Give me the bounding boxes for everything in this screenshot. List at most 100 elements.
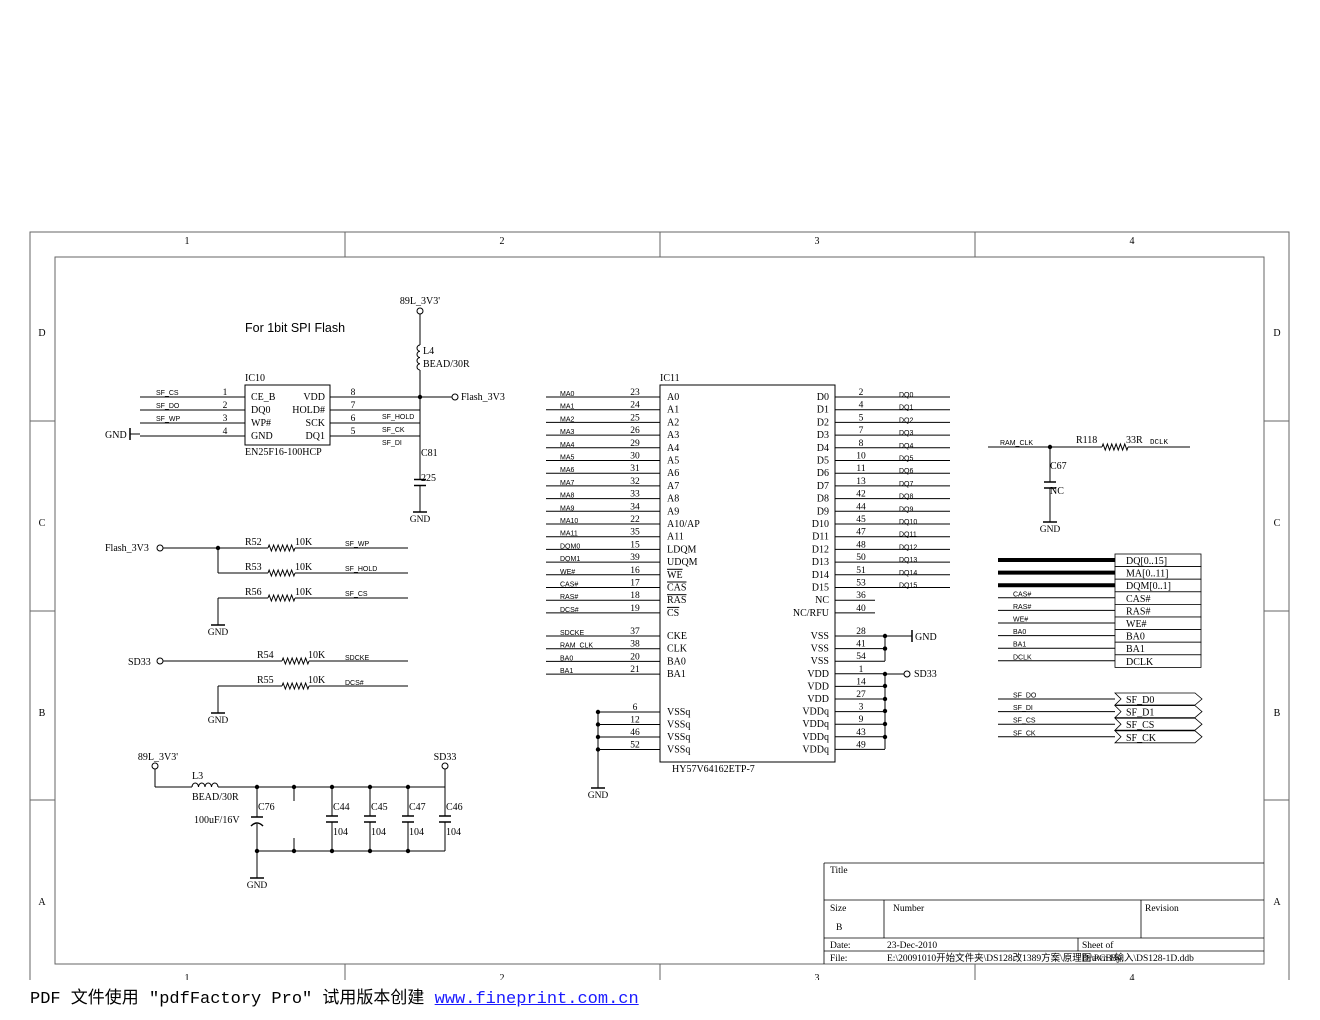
ic11-pin-name: A9 xyxy=(667,506,679,517)
ic10-pin-num: 3 xyxy=(223,414,228,424)
ic11-pin-name: D10 xyxy=(812,519,829,530)
net-label: SF_DO xyxy=(1013,693,1037,700)
net-label: DQ13 xyxy=(899,557,917,564)
sf-port-label: SF_D0 xyxy=(1126,695,1154,706)
net-label: DQ11 xyxy=(899,532,917,539)
ic10-pin-name: WP# xyxy=(251,418,271,429)
net-label: DQ8 xyxy=(899,494,914,501)
net-label: MA5 xyxy=(560,455,575,462)
ic11-pin-num: 6 xyxy=(633,703,638,713)
cap-ref: C47 xyxy=(409,802,426,813)
ic11-pin-num: 11 xyxy=(856,464,865,474)
ic11-pin-num: 40 xyxy=(856,604,866,614)
size-label: Size xyxy=(830,904,846,914)
flash-3v3-label: Flash_3V3 xyxy=(105,543,149,554)
net-label: DQ3 xyxy=(899,430,914,437)
c67-ref: C67 xyxy=(1050,461,1067,472)
ic11-pin-num: 15 xyxy=(630,540,640,550)
ic11-pin-num: 16 xyxy=(630,566,640,576)
net-label: DQ10 xyxy=(899,519,917,526)
power-port-symbol xyxy=(156,657,164,665)
net-label: MA3 xyxy=(560,429,575,436)
ic11-pin-name: D15 xyxy=(812,583,829,594)
row-marker: A xyxy=(38,897,46,908)
ic11-pin-num: 30 xyxy=(630,452,640,462)
net-label: SF_CS xyxy=(1013,718,1036,725)
net-label: SF_CS xyxy=(156,390,179,397)
ic11-pin-name: VSS xyxy=(811,644,829,655)
ic10-pin-num: 2 xyxy=(223,401,228,411)
ic11-pin-num: 48 xyxy=(856,540,866,550)
net-label: DQM0 xyxy=(560,543,580,550)
net-label: SF_DO xyxy=(156,403,180,410)
ic11-pin-name: RAS xyxy=(667,595,686,606)
sf-port xyxy=(1114,730,1203,744)
net-label: DQ6 xyxy=(899,468,914,475)
ic10-pin-num: 6 xyxy=(351,414,356,424)
power-port-symbol xyxy=(441,762,449,770)
sd33-label: SD33 xyxy=(128,657,151,668)
junction-dot xyxy=(882,633,888,639)
bus-port xyxy=(1114,654,1202,668)
ic11-pin-name: CLK xyxy=(667,644,688,655)
ic11-pin-num: 25 xyxy=(630,413,640,423)
net-label: SF_DI xyxy=(382,440,402,447)
ic11-pin-num: 27 xyxy=(856,690,866,700)
pullup-ref: R54 xyxy=(257,650,274,661)
fineprint-link[interactable]: www.fineprint.com.cn xyxy=(434,990,639,1009)
ic11-pin-num: 22 xyxy=(630,515,640,525)
cap-ref: C45 xyxy=(371,802,388,813)
ic10-pin-name: GND xyxy=(251,431,273,442)
column-marker: 2 xyxy=(500,236,505,247)
column-marker: 2 xyxy=(500,973,505,980)
junction-dot xyxy=(595,709,601,715)
net-label: SF_CK xyxy=(382,427,405,434)
ic11-pin-name: VSSq xyxy=(667,707,690,718)
net-label: MA4 xyxy=(560,442,575,449)
ic11-pin-num: 45 xyxy=(856,515,866,525)
net-label: RAS# xyxy=(1013,604,1031,611)
ic11-part: HY57V64162ETP-7 xyxy=(672,764,755,775)
bus-port-label: DQ[0..15] xyxy=(1126,556,1167,567)
flash-3v3-label: Flash_3V3 xyxy=(461,392,505,403)
ic11-pin-num: 52 xyxy=(630,741,640,751)
junction-dot xyxy=(291,848,297,854)
capacitor-symbol xyxy=(250,822,264,827)
net-label: DQ1 xyxy=(899,405,914,412)
junction-dot xyxy=(367,784,373,790)
gnd-label: GND xyxy=(208,628,229,638)
net-label: DQ2 xyxy=(899,417,914,424)
net-label: DCLK xyxy=(1150,439,1169,447)
ic11-pin-name: UDQM xyxy=(667,557,698,568)
gnd-label: GND xyxy=(410,515,431,525)
gnd-label: GND xyxy=(588,791,609,801)
ic11-pin-num: 2 xyxy=(859,388,864,398)
ic10-pin-name: VDD xyxy=(303,392,325,403)
sf-port-label: SF_CK xyxy=(1126,733,1157,744)
net-label: DQ12 xyxy=(899,544,917,551)
net-label: WE# xyxy=(1013,617,1028,624)
sheet-frame xyxy=(29,231,1290,980)
ic11-body xyxy=(659,384,836,763)
ic11-pin-num: 44 xyxy=(856,502,866,512)
ic10-pin-name: DQ0 xyxy=(251,405,270,416)
ic11-pin-name: BA0 xyxy=(667,656,686,667)
pullup-val: 10K xyxy=(308,650,326,661)
ic10-body xyxy=(244,384,331,446)
row-marker: D xyxy=(38,328,45,339)
footer-text: PDF 文件使用 "pdfFactory Pro" 试用版本创建 xyxy=(30,990,435,1009)
ic11-pin-name: VDDq xyxy=(802,732,829,743)
net-label: DQ9 xyxy=(899,506,914,513)
ic11-pin-num: 10 xyxy=(856,452,866,462)
net-label: DCLK xyxy=(1013,654,1032,661)
ic11-pin-name: NC/RFU xyxy=(793,608,830,619)
sd33-label: SD33 xyxy=(434,752,457,763)
net-label: MA7 xyxy=(560,480,575,487)
ic11-pin-num: 24 xyxy=(630,401,640,411)
ic10-pin-num: 4 xyxy=(223,427,228,437)
net-label: RAS# xyxy=(560,594,578,601)
ic11-pin-num: 50 xyxy=(856,553,866,563)
net-label: DQ7 xyxy=(899,481,914,488)
junction-dot xyxy=(882,646,888,651)
